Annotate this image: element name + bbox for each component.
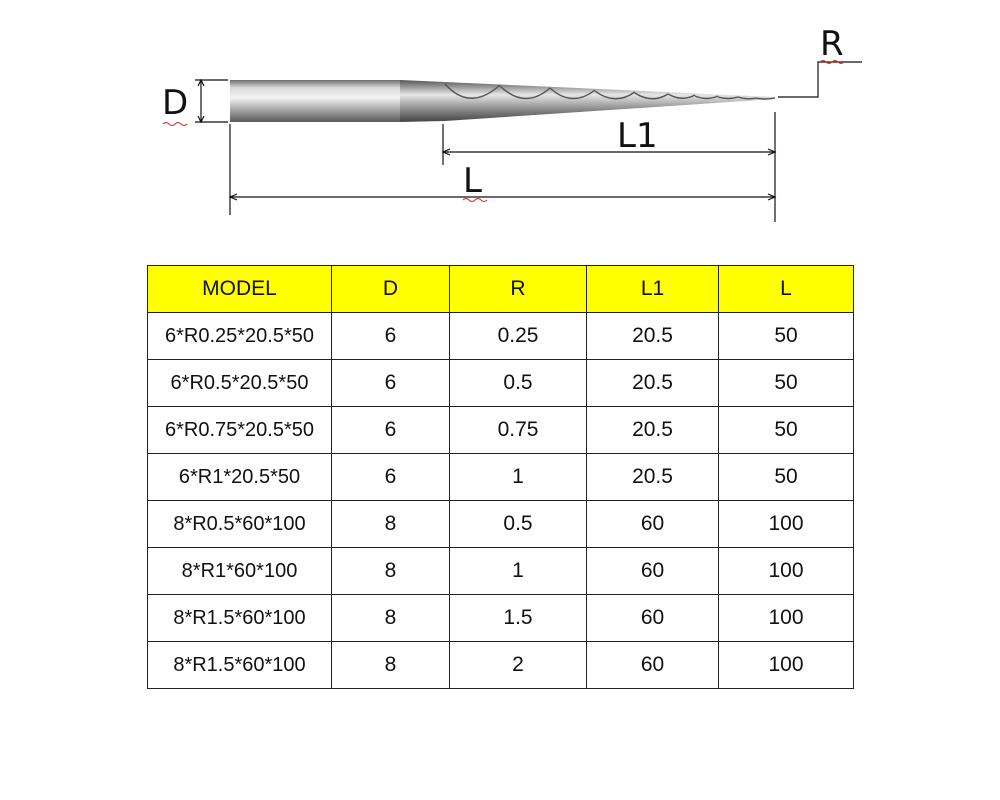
header-d: D xyxy=(331,265,450,313)
cell-model: 6*R0.5*20.5*50 xyxy=(147,359,332,407)
radius-label-underline xyxy=(819,60,845,64)
cell-l1: 20.5 xyxy=(586,359,719,407)
cell-r: 2 xyxy=(449,641,587,689)
cell-d: 8 xyxy=(331,547,450,595)
table-header-row: MODEL D R L1 L xyxy=(147,265,854,313)
cell-l: 100 xyxy=(718,641,854,689)
cell-d: 6 xyxy=(331,406,450,454)
header-r: R xyxy=(449,265,587,313)
cell-model: 8*R1*60*100 xyxy=(147,547,332,595)
cell-r: 0.5 xyxy=(449,500,587,548)
spec-table: MODEL D R L1 L 6*R0.25*20.5*50 6 0.25 20… xyxy=(147,265,854,689)
cell-model: 6*R0.25*20.5*50 xyxy=(147,312,332,360)
table-row: 6*R1*20.5*50 6 1 20.5 50 xyxy=(147,453,854,501)
table-row: 8*R1*60*100 8 1 60 100 xyxy=(147,547,854,595)
extension-lines xyxy=(229,112,776,222)
header-l1: L1 xyxy=(586,265,719,313)
cell-r: 1.5 xyxy=(449,594,587,642)
cell-l: 100 xyxy=(718,500,854,548)
cell-r: 1 xyxy=(449,547,587,595)
header-model: MODEL xyxy=(147,265,332,313)
header-l: L xyxy=(718,265,854,313)
table-row: 6*R0.5*20.5*50 6 0.5 20.5 50 xyxy=(147,359,854,407)
diameter-label-underline xyxy=(162,122,188,126)
diameter-label: D xyxy=(162,83,188,123)
flute-length-dimension xyxy=(441,148,777,156)
cell-l1: 60 xyxy=(586,500,719,548)
radius-indicator xyxy=(778,61,862,98)
total-length-label-underline xyxy=(462,198,488,202)
cell-l1: 20.5 xyxy=(586,406,719,454)
flute-length-label: L1 xyxy=(617,116,658,156)
cell-l1: 60 xyxy=(586,594,719,642)
cell-l: 100 xyxy=(718,594,854,642)
radius-label: R xyxy=(820,24,844,64)
cell-l1: 20.5 xyxy=(586,453,719,501)
tool-flute-spirals xyxy=(444,83,776,100)
end-mill-diagram: D R L1 L xyxy=(162,24,862,222)
cell-model: 6*R1*20.5*50 xyxy=(147,453,332,501)
cell-d: 8 xyxy=(331,594,450,642)
table-row: 8*R1.5*60*100 8 1.5 60 100 xyxy=(147,594,854,642)
diameter-dimension xyxy=(195,78,228,124)
tool-shank xyxy=(230,80,400,122)
cell-model: 8*R0.5*60*100 xyxy=(147,500,332,548)
end-mill-tool xyxy=(230,80,776,122)
cell-model: 8*R1.5*60*100 xyxy=(147,641,332,689)
cell-l: 50 xyxy=(718,406,854,454)
cell-l: 50 xyxy=(718,312,854,360)
cell-r: 0.5 xyxy=(449,359,587,407)
cell-d: 8 xyxy=(331,500,450,548)
table-row: 8*R1.5*60*100 8 2 60 100 xyxy=(147,641,854,689)
cell-model: 8*R1.5*60*100 xyxy=(147,594,332,642)
tool-flute xyxy=(400,80,775,122)
table-row: 6*R0.75*20.5*50 6 0.75 20.5 50 xyxy=(147,406,854,454)
cell-l1: 20.5 xyxy=(586,312,719,360)
cell-d: 6 xyxy=(331,359,450,407)
cell-l: 50 xyxy=(718,359,854,407)
cell-l: 50 xyxy=(718,453,854,501)
cell-r: 1 xyxy=(449,453,587,501)
cell-l: 100 xyxy=(718,547,854,595)
cell-l1: 60 xyxy=(586,641,719,689)
cell-d: 6 xyxy=(331,312,450,360)
cell-r: 0.25 xyxy=(449,312,587,360)
cell-model: 6*R0.75*20.5*50 xyxy=(147,406,332,454)
cell-d: 6 xyxy=(331,453,450,501)
cell-d: 8 xyxy=(331,641,450,689)
cell-l1: 60 xyxy=(586,547,719,595)
table-row: 6*R0.25*20.5*50 6 0.25 20.5 50 xyxy=(147,312,854,360)
total-length-dimension xyxy=(228,193,777,201)
table-row: 8*R0.5*60*100 8 0.5 60 100 xyxy=(147,500,854,548)
cell-r: 0.75 xyxy=(449,406,587,454)
total-length-label: L xyxy=(463,161,482,201)
